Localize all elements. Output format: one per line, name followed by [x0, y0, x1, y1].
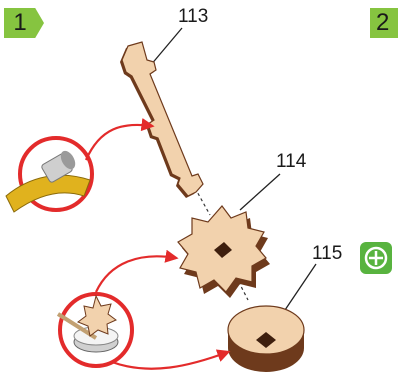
leader-line-115: [284, 263, 317, 311]
add-part-icon[interactable]: [360, 242, 392, 274]
leader-line-113: [149, 27, 183, 67]
callout-arrow-sanding: [84, 118, 155, 161]
step-badge-current: 1: [4, 8, 44, 38]
plus-circle-icon: [364, 246, 388, 270]
part-label-113: 113: [178, 6, 209, 27]
gear-part-114: [177, 205, 270, 298]
callout-arrow-glue-disc: [111, 349, 231, 370]
rod-part-113: [120, 41, 204, 198]
part-label-114: 114: [276, 151, 307, 172]
step-badge-next: 2: [370, 8, 398, 38]
part-label-115: 115: [312, 243, 343, 264]
step-number-next: 2: [376, 9, 390, 36]
leader-line-114: [239, 173, 281, 211]
step-number-current: 1: [13, 9, 27, 36]
glue-pot-icon: [56, 292, 134, 368]
disc-part-115: [227, 305, 305, 372]
callout-arrow-glue-gear: [95, 249, 179, 293]
sandpaper-icon: [5, 136, 94, 213]
